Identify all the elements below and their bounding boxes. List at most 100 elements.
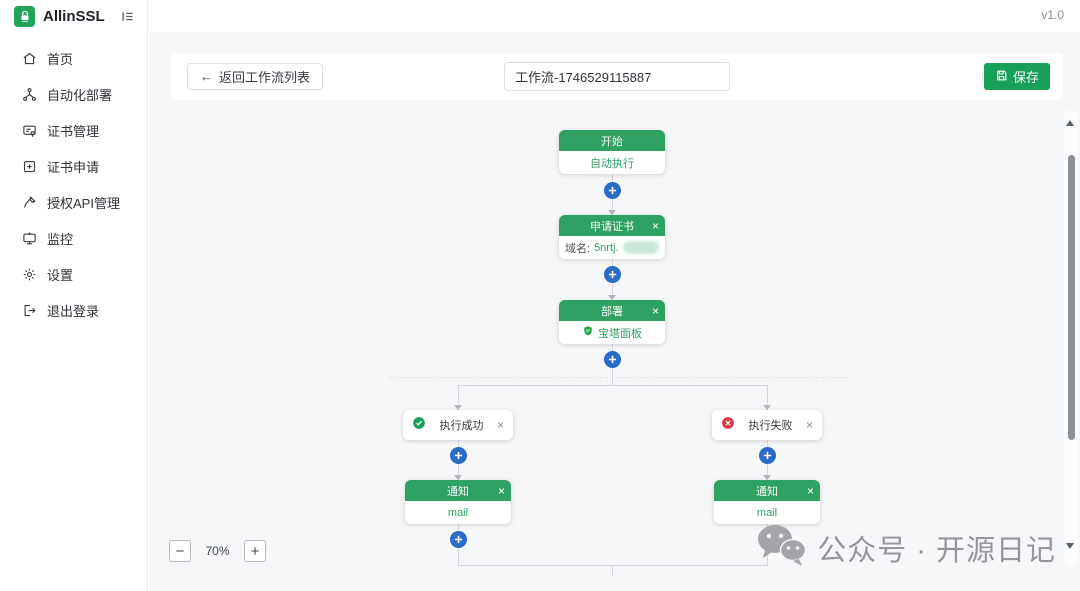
sidebar: AllinSSL 首页 自动化部署 证书管理 证书申请: [0, 0, 148, 591]
logout-icon: [22, 303, 37, 318]
node-start-header[interactable]: 开始: [559, 130, 665, 151]
node-start[interactable]: 开始 自动执行: [559, 130, 665, 174]
close-icon[interactable]: ×: [806, 483, 814, 498]
close-icon[interactable]: ×: [497, 483, 505, 498]
add-node-button[interactable]: [450, 447, 467, 464]
domain-label: 域名:: [565, 242, 591, 255]
sidebar-item-api-manage[interactable]: 授权API管理: [0, 184, 147, 220]
node-title: 通知: [447, 485, 469, 498]
domain-value: 5nrtj.: [594, 241, 619, 254]
workflow-editor-area: ← 返回工作流列表 保存: [149, 32, 1080, 591]
zoom-level: 70%: [205, 544, 230, 558]
add-node-button[interactable]: [759, 531, 776, 548]
notify-channel: mail: [756, 506, 778, 519]
node-apply-cert[interactable]: 申请证书 × 域名: 5nrtj.: [559, 215, 665, 259]
node-title: 通知: [756, 485, 778, 498]
sidebar-item-label: 设置: [47, 267, 74, 283]
node-notify-header[interactable]: 通知 ×: [714, 480, 820, 501]
node-notify-success[interactable]: 通知 × mail: [405, 480, 511, 524]
app-version: v1.0: [1041, 8, 1064, 22]
certificate-icon: [22, 123, 37, 138]
node-title: 申请证书: [590, 220, 634, 233]
connector-line: [612, 565, 613, 577]
zoom-in-button[interactable]: +: [244, 540, 266, 562]
scroll-up-icon[interactable]: [1066, 120, 1074, 126]
node-start-mode: 自动执行: [590, 157, 634, 170]
close-icon[interactable]: ×: [651, 303, 659, 318]
node-notify-fail[interactable]: 通知 × mail: [714, 480, 820, 524]
connector-arrow-icon: [454, 475, 462, 480]
workflow-name-input[interactable]: [504, 62, 730, 91]
monitor-icon: [22, 231, 37, 246]
sidebar-item-auto-deploy[interactable]: 自动化部署: [0, 76, 147, 112]
node-exec-fail[interactable]: 执行失败 ×: [712, 410, 822, 440]
sidebar-item-home[interactable]: 首页: [0, 40, 147, 76]
sidebar-collapse-icon[interactable]: [120, 9, 135, 24]
save-button-label: 保存: [1012, 70, 1039, 85]
sidebar-item-label: 自动化部署: [47, 87, 113, 103]
node-deploy-header[interactable]: 部署 ×: [559, 300, 665, 321]
branch-merge-line: [458, 565, 768, 566]
add-node-button[interactable]: [759, 447, 776, 464]
sidebar-item-settings[interactable]: 设置: [0, 256, 147, 292]
scrollbar-thumb[interactable]: [1068, 155, 1075, 440]
connector-arrow-icon: [608, 295, 616, 300]
zoom-controls: − 70% +: [169, 540, 266, 562]
connector-arrow-icon: [763, 475, 771, 480]
allinssl-lock-logo-icon: [14, 5, 35, 27]
node-exec-success[interactable]: 执行成功 ×: [403, 410, 513, 440]
close-icon[interactable]: ×: [805, 418, 813, 432]
sidebar-item-label: 监控: [47, 231, 74, 247]
sidebar-item-cert-manage[interactable]: 证书管理: [0, 112, 147, 148]
branch-dashed-guide: [389, 377, 849, 378]
sidebar-item-label: 退出登录: [47, 303, 100, 319]
sidebar-item-cert-apply[interactable]: 证书申请: [0, 148, 147, 184]
add-node-button[interactable]: [604, 182, 621, 199]
deploy-provider: 宝塔面板: [598, 327, 642, 340]
node-title: 部署: [601, 305, 623, 318]
brand-name: AllinSSL: [43, 7, 105, 25]
node-apply-cert-header[interactable]: 申请证书 ×: [559, 215, 665, 236]
success-check-icon: [412, 416, 426, 435]
redacted-domain: [622, 241, 659, 254]
add-node-button[interactable]: [450, 531, 467, 548]
branch-split-line: [458, 385, 768, 386]
logo-row: AllinSSL: [0, 0, 147, 32]
connector-arrow-icon: [763, 405, 771, 410]
sidebar-item-monitor[interactable]: 监控: [0, 220, 147, 256]
zoom-out-button[interactable]: −: [169, 540, 191, 562]
node-deploy[interactable]: 部署 × 宝塔面板: [559, 300, 665, 344]
connector-line: [767, 385, 768, 410]
close-icon[interactable]: ×: [496, 418, 504, 432]
back-button-label: 返回工作流列表: [219, 70, 311, 85]
back-to-workflow-list-button[interactable]: ← 返回工作流列表: [187, 63, 324, 90]
api-pen-icon: [22, 195, 37, 210]
flow-canvas[interactable]: 开始 自动执行 申请证书 × 域名: 5nrtj.: [149, 32, 1080, 591]
add-node-button[interactable]: [604, 266, 621, 283]
home-icon: [22, 51, 37, 66]
close-icon[interactable]: ×: [651, 218, 659, 233]
baota-panel-icon: [582, 325, 594, 340]
scroll-down-icon[interactable]: [1066, 543, 1074, 549]
sidebar-menu: 首页 自动化部署 证书管理 证书申请 授权API管理 监控: [0, 40, 147, 328]
save-icon: [995, 69, 1008, 85]
save-button[interactable]: 保存: [983, 63, 1050, 90]
add-node-button[interactable]: [604, 351, 621, 368]
top-header: v1.0: [149, 0, 1080, 32]
condition-label: 执行成功: [439, 420, 484, 432]
gear-icon: [22, 267, 37, 282]
node-notify-header[interactable]: 通知 ×: [405, 480, 511, 501]
node-title: 开始: [601, 135, 623, 148]
sidebar-item-label: 授权API管理: [47, 195, 120, 211]
sidebar-item-logout[interactable]: 退出登录: [0, 292, 147, 328]
workflow-icon: [22, 87, 37, 102]
fail-cross-icon: [721, 416, 735, 435]
connector-line: [458, 385, 459, 410]
notify-channel: mail: [447, 506, 469, 519]
connector-arrow-icon: [608, 210, 616, 215]
sidebar-item-label: 证书申请: [47, 159, 100, 175]
editor-toolbar: ← 返回工作流列表 保存: [171, 53, 1063, 100]
connector-arrow-icon: [454, 405, 462, 410]
cert-apply-icon: [22, 159, 37, 174]
